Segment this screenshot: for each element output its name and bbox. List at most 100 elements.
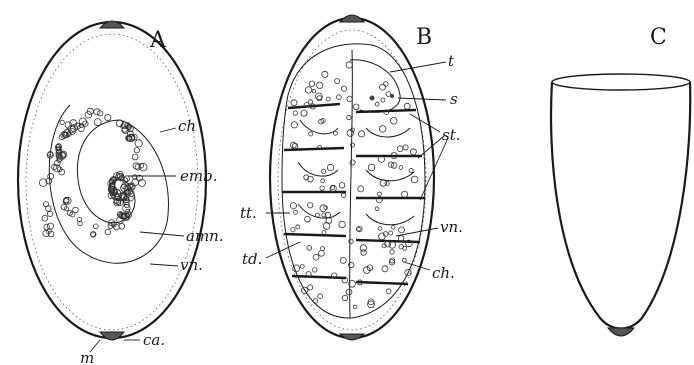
yolk-cell xyxy=(334,131,338,135)
yolk-cell xyxy=(386,92,391,97)
panel-letter-b: B xyxy=(416,25,432,50)
egg-b-seg-r1 xyxy=(356,110,416,112)
yolk-cell xyxy=(399,166,403,170)
yolk-cell xyxy=(404,103,410,109)
yolk-cell xyxy=(347,130,354,137)
label-b-st: st. xyxy=(442,126,461,144)
egg-a: A ch emb. amn. vn. ca. m xyxy=(18,21,224,365)
yolk-cell xyxy=(397,146,403,152)
panel-letter-a: A xyxy=(149,28,167,53)
egg-a-bottom-cap xyxy=(100,332,124,340)
yolk-cell xyxy=(322,231,326,235)
label-b-td: td. xyxy=(242,250,262,268)
egg-a-yolk-cells xyxy=(39,108,147,237)
yolk-cell xyxy=(339,221,345,227)
yolk-cell xyxy=(309,81,314,86)
yolk-cell xyxy=(386,289,391,294)
label-a-amn: amn. xyxy=(186,227,224,245)
leader-b-vn xyxy=(396,228,438,236)
yolk-cell xyxy=(105,115,111,121)
yolk-cell xyxy=(64,197,71,204)
egg-b-seg-r5 xyxy=(356,282,408,284)
label-a-ch: ch xyxy=(178,117,196,135)
yolk-cell xyxy=(402,191,408,197)
yolk-cell xyxy=(105,229,111,235)
yolk-cell xyxy=(379,126,386,133)
egg-c: C xyxy=(551,25,690,336)
panel-letter-c: C xyxy=(650,25,667,50)
label-b-t: t xyxy=(448,52,455,70)
yolk-cell xyxy=(135,140,142,147)
yolk-cell xyxy=(359,131,365,137)
yolk-cell xyxy=(326,218,332,224)
yolk-cell xyxy=(342,295,347,300)
yolk-cell xyxy=(377,192,381,196)
yolk-cell xyxy=(389,231,393,235)
yolk-cell xyxy=(94,109,100,115)
leader-b-t xyxy=(390,62,446,72)
label-a-m: m xyxy=(80,349,94,365)
yolk-cell xyxy=(134,148,139,153)
egg-b-bottom-cap xyxy=(340,334,364,340)
yolk-cell xyxy=(78,125,85,132)
yolk-cell xyxy=(43,202,48,207)
yolk-cell xyxy=(320,186,324,190)
leader-b-ch xyxy=(404,262,430,270)
egg-b-limb-r3 xyxy=(366,214,414,225)
egg-b-stomodaeum xyxy=(370,96,375,101)
yolk-cell xyxy=(384,82,389,87)
yolk-cell xyxy=(380,84,386,90)
yolk-cell xyxy=(375,207,379,211)
leader-a-ch xyxy=(160,128,176,132)
yolk-cell xyxy=(368,164,375,171)
yolk-cell xyxy=(52,164,57,169)
yolk-cell xyxy=(315,213,319,217)
label-b-vn: vn. xyxy=(440,218,463,236)
yolk-cell xyxy=(294,210,298,214)
yolk-cell xyxy=(409,169,413,173)
label-a-ca: ca. xyxy=(143,331,165,349)
yolk-cell xyxy=(319,250,325,256)
egg-c-shell xyxy=(551,82,690,329)
yolk-cell xyxy=(293,265,300,272)
yolk-cell xyxy=(42,215,48,221)
yolk-cell xyxy=(381,98,385,102)
egg-a-embryo-outer xyxy=(49,105,168,263)
yolk-cell xyxy=(341,86,346,91)
yolk-cell xyxy=(353,104,359,110)
yolk-cell xyxy=(300,265,304,269)
yolk-cell xyxy=(375,102,379,106)
label-b-ch: ch. xyxy=(432,264,455,282)
yolk-cell xyxy=(347,115,351,119)
egg-c-rim xyxy=(552,74,690,90)
yolk-cell xyxy=(313,299,317,303)
yolk-cell xyxy=(60,120,64,124)
yolk-cell xyxy=(331,186,335,190)
egg-b-top-cap xyxy=(340,15,364,22)
egg-b: B t s st. tt. td. vn. ch. xyxy=(240,15,463,340)
leader-b-td xyxy=(266,242,300,258)
yolk-cell xyxy=(382,266,388,272)
yolk-cell xyxy=(403,258,407,262)
label-a-vn: vn. xyxy=(180,256,203,274)
yolk-cell xyxy=(327,164,333,170)
yolk-cell xyxy=(321,179,325,183)
yolk-cell xyxy=(391,163,397,169)
yolk-cell xyxy=(132,154,138,160)
yolk-cell xyxy=(399,227,405,233)
yolk-cell xyxy=(47,211,52,216)
yolk-cell xyxy=(308,285,313,290)
egg-b-limb-r2 xyxy=(366,170,414,181)
yolk-cell xyxy=(291,142,297,148)
yolk-cell xyxy=(322,169,326,173)
yolk-cell xyxy=(410,149,416,155)
yolk-cell xyxy=(291,122,297,128)
yolk-cell xyxy=(346,62,352,68)
yolk-cell xyxy=(309,132,313,136)
yolk-cell xyxy=(301,110,307,116)
yolk-cell xyxy=(392,226,396,230)
yolk-cell xyxy=(296,225,300,229)
egg-b-limb-l2 xyxy=(298,162,338,176)
